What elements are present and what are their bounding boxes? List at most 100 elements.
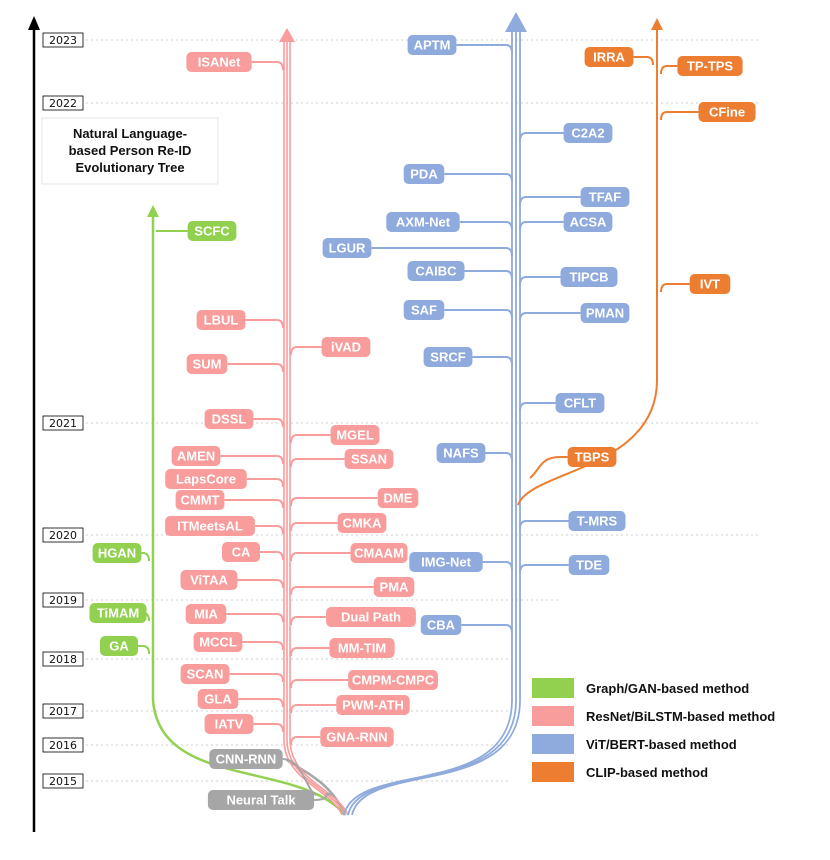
method-node-cmpm-cmpc: CMPM-CMPC (348, 670, 438, 690)
svg-text:SUM: SUM (193, 357, 222, 372)
method-node-isanet: ISANet (186, 52, 252, 72)
connector (519, 564, 569, 574)
svg-text:CMPM-CMPC: CMPM-CMPC (352, 673, 435, 688)
trunk-vit-line (343, 30, 513, 816)
method-node-ga: GA (100, 636, 138, 656)
svg-text:TDE: TDE (576, 558, 602, 573)
method-node-amen: AMEN (171, 446, 221, 466)
connector (529, 456, 568, 479)
svg-text:CMKA: CMKA (343, 516, 383, 531)
svg-text:2015: 2015 (49, 775, 77, 788)
connector (314, 792, 332, 801)
connector (224, 499, 284, 509)
method-node-tp-tps: TP-TPS (677, 56, 743, 76)
svg-text:ACSA: ACSA (570, 215, 607, 230)
svg-text:Natural Language-: Natural Language- (73, 126, 187, 141)
method-node-lapscore: LapsCore (165, 469, 247, 489)
method-node-hgan: HGAN (92, 543, 142, 563)
connector (237, 579, 284, 589)
method-node-scan: SCAN (180, 664, 230, 684)
connector (260, 551, 284, 561)
svg-text:SRCF: SRCF (430, 350, 465, 365)
svg-text:C2A2: C2A2 (571, 126, 604, 141)
method-node-tde: TDE (568, 555, 610, 575)
svg-text:2022: 2022 (49, 97, 77, 110)
svg-text:2018: 2018 (49, 653, 77, 666)
time-axis-arrowhead (28, 16, 40, 30)
connector (459, 221, 513, 231)
svg-text:IMG-Net: IMG-Net (421, 555, 472, 570)
svg-text:IATV: IATV (215, 717, 244, 732)
svg-text:MIA: MIA (194, 607, 218, 622)
connector (482, 561, 513, 571)
connector (633, 56, 654, 66)
method-node-neural-talk: Neural Talk (207, 790, 315, 810)
svg-text:2021: 2021 (49, 417, 77, 430)
svg-text:DSSL: DSSL (212, 412, 247, 427)
method-node-mm-tim: MM-TIM (329, 638, 395, 658)
svg-text:iVAD: iVAD (331, 340, 361, 355)
connector (519, 520, 569, 530)
svg-text:ViTAA: ViTAA (190, 573, 228, 588)
method-node-lgur: LGUR (322, 238, 372, 258)
svg-text:GNA-RNN: GNA-RNN (326, 730, 387, 745)
connector (290, 586, 374, 596)
svg-text:LapsCore: LapsCore (176, 472, 236, 487)
connector (519, 221, 564, 231)
svg-text:PDA: PDA (410, 167, 438, 182)
svg-text:CLIP-based method: CLIP-based method (586, 765, 708, 780)
svg-text:TIPCB: TIPCB (570, 270, 609, 285)
svg-text:MGEL: MGEL (336, 428, 374, 443)
connector (456, 44, 513, 54)
method-node-cba: CBA (420, 615, 462, 635)
connector (519, 132, 564, 142)
connector (251, 61, 284, 71)
method-node-acsa: ACSA (563, 212, 613, 232)
connector (138, 645, 150, 655)
connector (371, 247, 513, 257)
connector (485, 452, 513, 462)
svg-text:SAF: SAF (411, 303, 437, 318)
svg-text:2017: 2017 (49, 705, 77, 718)
connector (519, 402, 556, 412)
connector (290, 346, 322, 356)
svg-text:TFAF: TFAF (589, 190, 622, 205)
method-node-pwm-ath: PWM-ATH (336, 695, 410, 715)
connector (253, 723, 284, 733)
svg-text:PWM-ATH: PWM-ATH (342, 698, 404, 713)
year-mark-2019: 2019 (42, 592, 560, 608)
svg-text:Graph/GAN-based method: Graph/GAN-based method (586, 681, 749, 696)
connector (290, 497, 378, 507)
method-node-ca: CA (222, 542, 260, 562)
svg-text:CAIBC: CAIBC (415, 264, 457, 279)
connector (464, 270, 513, 280)
year-mark-2016: 2016 (42, 737, 510, 753)
connector (290, 679, 349, 689)
svg-text:PMA: PMA (380, 580, 410, 595)
svg-text:CMMT: CMMT (181, 493, 220, 508)
connector (227, 363, 284, 373)
method-node-tbps: TBPS (567, 447, 617, 467)
trunk-clip (517, 28, 658, 506)
year-mark-2021: 2021 (42, 415, 760, 431)
svg-text:CFLT: CFLT (564, 396, 596, 411)
method-node-t-mrs: T-MRS (568, 511, 626, 531)
method-node-lbul: LBUL (196, 310, 246, 330)
svg-text:Dual Path: Dual Path (341, 610, 401, 625)
svg-text:CMAAM: CMAAM (354, 546, 404, 561)
method-node-axm-net: AXM-Net (386, 212, 460, 232)
connector (444, 173, 513, 183)
connector (282, 758, 317, 796)
method-node-timam: TiMAM (89, 603, 147, 623)
connector (519, 196, 581, 206)
year-mark-2015: 2015 (42, 773, 510, 789)
connector (229, 673, 284, 683)
method-node-ssan: SSAN (344, 449, 394, 469)
connector (290, 704, 337, 714)
method-node-cmaam: CMAAM (350, 543, 408, 563)
method-node-ivt: IVT (689, 274, 731, 294)
connector (519, 276, 561, 286)
svg-text:Neural Talk: Neural Talk (226, 793, 296, 808)
legend-item-resnet: ResNet/BiLSTM-based method (532, 706, 775, 726)
svg-text:2016: 2016 (49, 739, 77, 752)
